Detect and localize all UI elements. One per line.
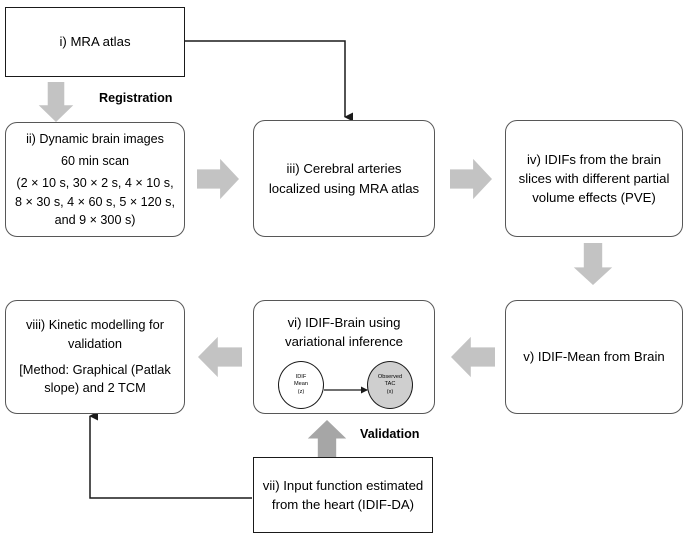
- gm-latent-line-3: (z): [297, 388, 305, 395]
- node-ii-line-1: ii) Dynamic brain images: [26, 131, 164, 146]
- graphical-model-edge: [324, 386, 368, 394]
- block-arrow-v-to-vi: [451, 336, 495, 378]
- node-i-line-1: i) MRA atlas: [59, 34, 131, 50]
- node-vi-line-1: vi) IDIF-Brain using variational inferen…: [284, 315, 404, 350]
- node-vii-line-1: vii) Input function estimated from the h…: [262, 477, 424, 512]
- node-vi-idif-brain[interactable]: vi) IDIF-Brain using variational inferen…: [253, 300, 435, 414]
- gm-observed-line-2: TAC: [384, 381, 396, 388]
- node-ii-line-3: (2 × 10 s, 30 × 2 s, 4 × 10 s, 8 × 30 s,…: [15, 176, 175, 227]
- edge-i-to-iii: [184, 40, 353, 122]
- gm-node-observed-tac[interactable]: Observed TAC (x): [367, 361, 413, 409]
- label-validation: Validation: [360, 427, 420, 441]
- node-viii-line-1: viii) Kinetic modelling for validation: [26, 317, 164, 351]
- node-iv-idifs-brain-slices[interactable]: iv) IDIFs from the brain slices with dif…: [505, 120, 683, 237]
- graphical-model: IDIF Mean (z) Observed TAC (x): [254, 359, 434, 421]
- node-ii-line-2: 60 min scan: [61, 154, 129, 169]
- node-viii-line-2: [Method: Graphical (Patlak slope) and 2 …: [19, 361, 171, 396]
- gm-observed-line-1: Observed: [377, 373, 403, 380]
- block-arrow-iii-to-iv: [450, 158, 492, 200]
- node-iv-line-1: iv) IDIFs from the brain slices with dif…: [518, 151, 670, 206]
- node-v-line-1: v) IDIF-Mean from Brain: [523, 349, 665, 365]
- edge-vii-to-viii: [89, 411, 252, 499]
- gm-latent-line-2: Mean: [294, 381, 308, 388]
- node-iii-line-1: iii) Cerebral arteries localized using M…: [268, 161, 420, 196]
- gm-node-latent-idif-mean[interactable]: IDIF Mean (z): [278, 361, 324, 409]
- node-ii-dynamic-brain-images[interactable]: ii) Dynamic brain images 60 min scan (2 …: [5, 122, 185, 237]
- node-iii-cerebral-arteries[interactable]: iii) Cerebral arteries localized using M…: [253, 120, 435, 237]
- node-viii-kinetic-modelling[interactable]: viii) Kinetic modelling for validation […: [5, 300, 185, 414]
- node-vii-input-function-heart[interactable]: vii) Input function estimated from the h…: [253, 457, 433, 533]
- gm-observed-line-3: (x): [386, 388, 394, 395]
- gm-latent-line-1: IDIF: [295, 373, 307, 380]
- block-arrow-registration: [38, 82, 74, 122]
- block-arrow-ii-to-iii: [197, 158, 239, 200]
- block-arrow-iv-to-v: [573, 243, 613, 285]
- node-v-idif-mean-from-brain[interactable]: v) IDIF-Mean from Brain: [505, 300, 683, 414]
- node-i-mra-atlas[interactable]: i) MRA atlas: [5, 7, 185, 77]
- label-registration: Registration: [99, 91, 173, 105]
- block-arrow-vi-to-viii: [198, 336, 242, 378]
